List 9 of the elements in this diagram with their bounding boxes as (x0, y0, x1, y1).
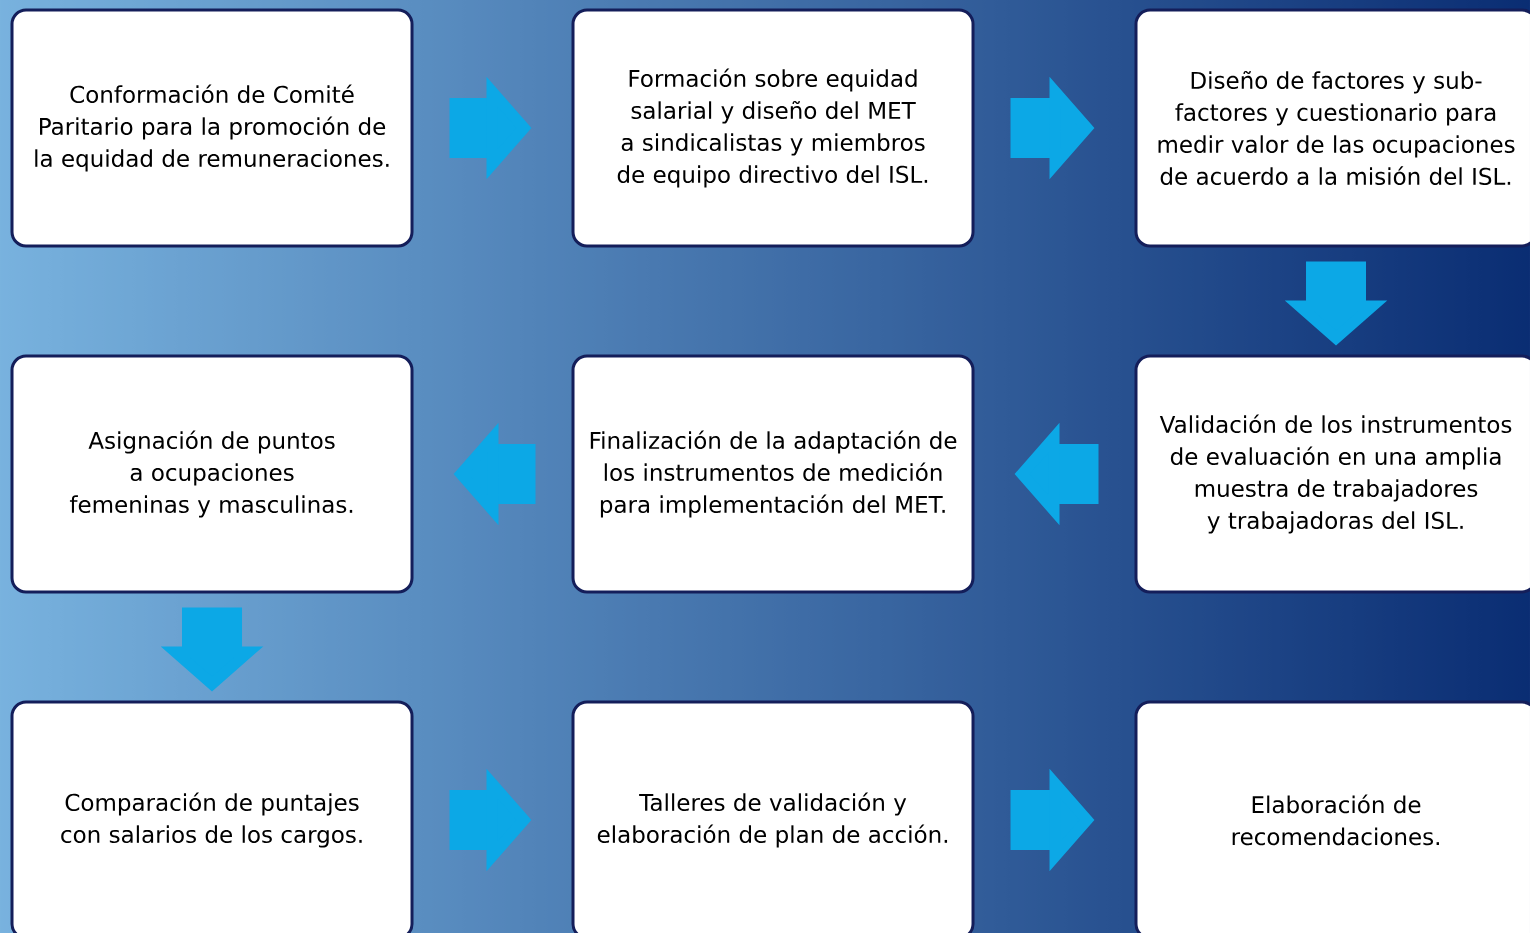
process-box: Validación de los instrumentos de evaluación en una amplia muestra de trabajadores y trabajadoras del ISL. (1134, 354, 1530, 594)
process-box: Elaboración de recomendaciones. (1134, 700, 1530, 933)
process-box: Talleres de validación y elaboración de plan de acción. (571, 700, 975, 933)
process-box: Conformación de Comité Paritario para la promoción de la equidad de remuneraciones. (10, 8, 414, 248)
process-box: Finalización de la adaptación de los instrumentos de medición para implementación del MET. (571, 354, 975, 594)
process-box: Comparación de puntajes con salarios de los cargos. (10, 700, 414, 933)
process-box: Formación sobre equidad salarial y diseño del MET a sindicalistas y miembros de equipo directivo del ISL. (571, 8, 975, 248)
process-box: Diseño de factores y sub-factores y cuestionario para medir valor de las ocupaciones de acuerdo a la misión del ISL. (1134, 8, 1530, 248)
process-box: Asignación de puntos a ocupaciones femeninas y masculinas. (10, 354, 414, 594)
